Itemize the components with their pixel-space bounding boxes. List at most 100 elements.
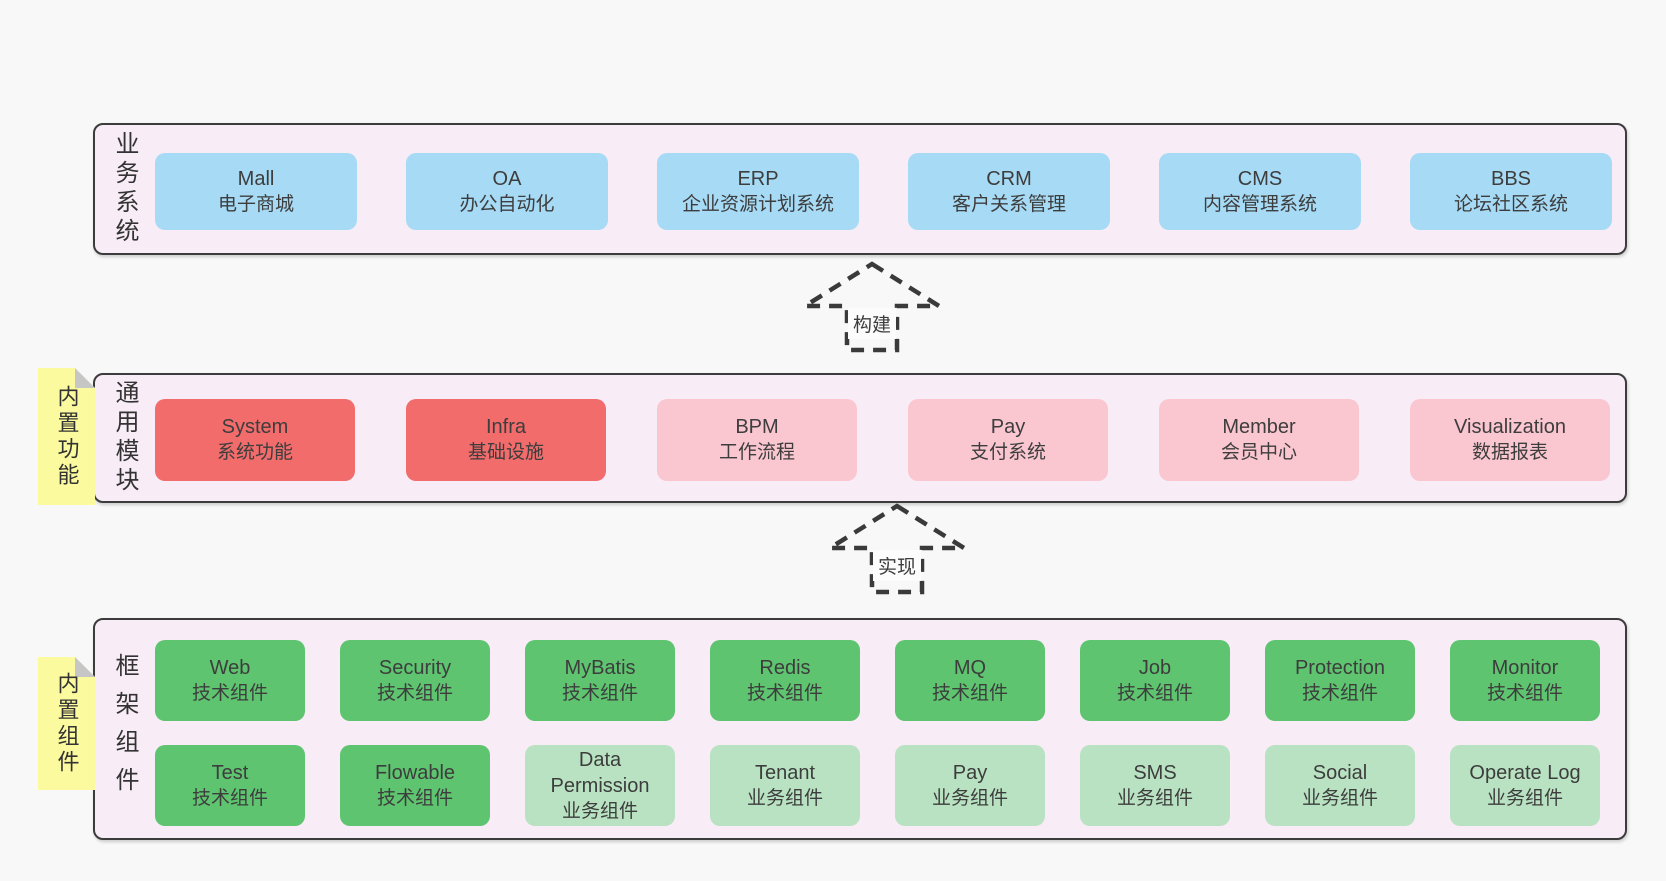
box-subtitle: 技术组件	[376, 682, 453, 704]
box-security: Security 技术组件	[340, 640, 490, 721]
band-business-systems: 业务系统 Mall 电子商城 OA 办公自动化 ERP 企业资源计划系统 CRM…	[93, 123, 1627, 255]
box-subtitle: 业务组件	[746, 787, 823, 809]
sticky-note-builtin-components: 内置组件	[38, 657, 95, 790]
box-pay-module: Pay 支付系统	[908, 399, 1108, 481]
box-title: ERP	[737, 167, 779, 190]
box-protection: Protection 技术组件	[1265, 640, 1415, 721]
box-system: System 系统功能	[155, 399, 355, 481]
modules-box-row: System 系统功能 Infra 基础设施 BPM 工作流程 Pay 支付系统…	[155, 399, 1610, 481]
box-title: Infra	[485, 416, 527, 439]
box-subtitle: 技术组件	[1301, 682, 1378, 704]
dashed-up-arrow-icon	[797, 261, 947, 353]
box-mall: Mall 电子商城	[155, 153, 357, 230]
box-crm: CRM 客户关系管理	[908, 153, 1110, 230]
box-subtitle: 技术组件	[376, 787, 453, 809]
box-title: System	[221, 416, 289, 439]
box-oa: OA 办公自动化	[406, 153, 608, 230]
box-subtitle: 基础设施	[467, 442, 544, 464]
box-test: Test 技术组件	[155, 745, 305, 826]
box-subtitle: 电子商城	[217, 193, 294, 215]
box-title: CRM	[986, 167, 1032, 190]
box-title: MQ	[953, 656, 987, 679]
box-flowable: Flowable 技术组件	[340, 745, 490, 826]
band-business-label: 业务系统	[111, 131, 138, 247]
components-box-row-2: Test 技术组件 Flowable 技术组件 Data Permission …	[155, 745, 1600, 826]
sticky-label: 内置组件	[54, 671, 80, 776]
box-subtitle: 系统功能	[216, 442, 293, 464]
box-subtitle: 客户关系管理	[951, 193, 1066, 215]
box-subtitle: 技术组件	[191, 787, 268, 809]
box-subtitle: 业务组件	[561, 800, 638, 822]
box-cms: CMS 内容管理系统	[1159, 153, 1361, 230]
box-subtitle: 业务组件	[1486, 787, 1563, 809]
box-title: Visualization	[1454, 416, 1566, 439]
box-title: Mall	[237, 167, 275, 190]
box-subtitle: 企业资源计划系统	[681, 193, 834, 215]
box-title: Social	[1312, 761, 1368, 784]
band-common-modules: 通用模块 System 系统功能 Infra 基础设施 BPM 工作流程 Pay…	[93, 373, 1627, 503]
box-monitor: Monitor 技术组件	[1450, 640, 1600, 721]
band-components-label: 框架组件	[111, 653, 138, 805]
box-subtitle: 业务组件	[931, 787, 1008, 809]
box-visualization: Visualization 数据报表	[1410, 399, 1610, 481]
box-title: Flowable	[374, 761, 456, 784]
box-subtitle: 技术组件	[561, 682, 638, 704]
box-subtitle: 技术组件	[1116, 682, 1193, 704]
box-title: BBS	[1490, 167, 1532, 190]
box-subtitle: 技术组件	[1486, 682, 1563, 704]
dashed-up-arrow-icon	[822, 503, 972, 595]
build-arrow-label: 构建	[847, 308, 897, 339]
box-tenant: Tenant 业务组件	[710, 745, 860, 826]
box-title: Tenant	[754, 761, 816, 784]
box-subtitle: 业务组件	[1301, 787, 1378, 809]
box-title: Protection	[1294, 656, 1386, 679]
box-erp: ERP 企业资源计划系统	[657, 153, 859, 230]
box-title: OA	[492, 167, 522, 190]
box-title: Member	[1222, 416, 1296, 439]
box-title: CMS	[1237, 167, 1283, 190]
band-modules-label: 通用模块	[111, 380, 138, 496]
box-bpm: BPM 工作流程	[657, 399, 857, 481]
implement-arrow-label: 实现	[872, 550, 922, 581]
box-subtitle: 技术组件	[931, 682, 1008, 704]
box-title: Web	[209, 656, 251, 679]
box-title: Data Permission	[550, 748, 650, 797]
box-subtitle: 会员中心	[1220, 442, 1297, 464]
components-box-row-1: Web 技术组件 Security 技术组件 MyBatis 技术组件 Redi…	[155, 640, 1600, 721]
box-title: Redis	[759, 656, 811, 679]
box-social: Social 业务组件	[1265, 745, 1415, 826]
box-web: Web 技术组件	[155, 640, 305, 721]
box-subtitle: 内容管理系统	[1202, 193, 1317, 215]
box-title: Test	[211, 761, 249, 784]
sticky-label: 内置功能	[54, 384, 80, 489]
box-operate-log: Operate Log 业务组件	[1450, 745, 1600, 826]
box-pay-component: Pay 业务组件	[895, 745, 1045, 826]
box-title: Pay	[990, 416, 1026, 439]
box-title: BPM	[735, 416, 779, 439]
implement-arrow: 实现	[822, 502, 972, 598]
box-subtitle: 技术组件	[746, 682, 823, 704]
box-title: MyBatis	[564, 656, 636, 679]
box-subtitle: 办公自动化	[459, 193, 555, 215]
box-data-permission: Data Permission 业务组件	[525, 745, 675, 826]
business-box-row: Mall 电子商城 OA 办公自动化 ERP 企业资源计划系统 CRM 客户关系…	[155, 153, 1612, 230]
box-sms: SMS 业务组件	[1080, 745, 1230, 826]
sticky-note-builtin-features: 内置功能	[38, 368, 95, 505]
box-title: Security	[378, 656, 452, 679]
build-arrow: 构建	[797, 260, 947, 356]
box-job: Job 技术组件	[1080, 640, 1230, 721]
box-title: Operate Log	[1469, 761, 1581, 784]
box-bbs: BBS 论坛社区系统	[1410, 153, 1612, 230]
box-subtitle: 技术组件	[191, 682, 268, 704]
box-infra: Infra 基础设施	[406, 399, 606, 481]
band-framework-components: 框架组件 Web 技术组件 Security 技术组件 MyBatis 技术组件…	[93, 618, 1627, 840]
box-subtitle: 论坛社区系统	[1453, 193, 1568, 215]
box-member: Member 会员中心	[1159, 399, 1359, 481]
box-title: SMS	[1133, 761, 1177, 784]
box-subtitle: 业务组件	[1116, 787, 1193, 809]
box-redis: Redis 技术组件	[710, 640, 860, 721]
box-title: Pay	[952, 761, 988, 784]
box-subtitle: 数据报表	[1471, 442, 1548, 464]
box-subtitle: 支付系统	[969, 442, 1046, 464]
